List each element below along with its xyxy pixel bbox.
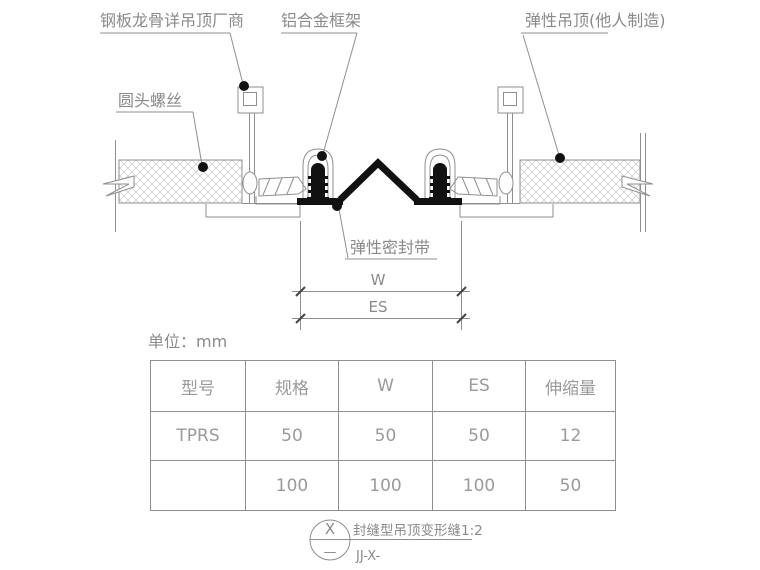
detail-mark: X — 封缝型吊顶变形缝1:2 JJ-X-	[309, 519, 483, 564]
leader-dot	[317, 151, 327, 161]
label-elastic-ceiling: 弹性吊顶(他人制造)	[525, 11, 666, 30]
label-aluminum-frame: 铝合金框架	[281, 11, 361, 30]
dimension-ticks	[295, 286, 467, 324]
table-cell: 50	[432, 411, 526, 461]
label-elastic-seal-strip: 弹性密封带	[350, 238, 430, 257]
table-cell: 50	[338, 411, 433, 461]
table-cell	[150, 460, 246, 511]
left-break-arrow	[102, 175, 135, 197]
left-angle-profile	[255, 196, 303, 205]
left-ceiling-panel	[118, 159, 243, 204]
leader-dot	[555, 153, 565, 163]
left-clip	[258, 176, 307, 197]
spec-table: 型号 规格 W ES 伸缩量 TPRS 50 50 50 12 100 100 …	[150, 360, 616, 511]
leader-lines	[100, 32, 608, 260]
detail-title: 封缝型吊顶变形缝1:2	[353, 523, 483, 539]
right-clip	[449, 176, 498, 197]
right-angle-profile	[453, 196, 501, 205]
leader-dot	[332, 201, 342, 211]
table-cell: 100	[338, 460, 433, 511]
detail-mark-number: X	[325, 520, 335, 538]
leader-dot	[239, 81, 249, 91]
dimension-lines	[292, 221, 470, 330]
label-steel-keel: 钢板龙骨详吊顶厂商	[100, 11, 244, 30]
table-cell: 100	[245, 460, 339, 511]
table-header-cell: 伸缩量	[525, 360, 616, 412]
table-header-row: 型号 规格 W ES 伸缩量	[150, 360, 616, 412]
leader-dots	[198, 81, 565, 211]
detail-mark-sheet: —	[324, 545, 337, 560]
dimension-label-es: ES	[369, 298, 388, 316]
table-header-cell: ES	[432, 360, 526, 412]
right-round-screw-profile	[498, 171, 514, 195]
table-cell: TPRS	[150, 411, 246, 461]
dimension-label-w: W	[371, 271, 386, 289]
table-cell: 100	[432, 460, 526, 511]
right-ceiling-panel	[519, 159, 641, 204]
table-cell: 50	[245, 411, 339, 461]
detail-code: JJ-X-	[355, 549, 381, 564]
section-geometry	[102, 86, 654, 232]
table-row: TPRS 50 50 50 12	[150, 411, 616, 461]
table-cell: 50	[525, 460, 616, 511]
table-header-cell: 型号	[150, 360, 246, 412]
units-note: 单位：mm	[148, 332, 227, 351]
table-header-cell: 规格	[245, 360, 339, 412]
anchor-bolts	[307, 163, 451, 204]
table-row: 100 100 100 50	[150, 460, 616, 511]
left-tray-profile	[205, 204, 301, 218]
table-header-cell: W	[338, 360, 433, 412]
label-round-head-screw: 圆头螺丝	[118, 91, 182, 110]
right-bolt-hood	[424, 148, 456, 204]
right-break-arrow	[621, 175, 654, 197]
leader-dot	[198, 162, 208, 172]
table-cell: 12	[525, 411, 616, 461]
left-round-screw-profile	[242, 171, 258, 195]
right-tray-profile	[459, 204, 554, 218]
